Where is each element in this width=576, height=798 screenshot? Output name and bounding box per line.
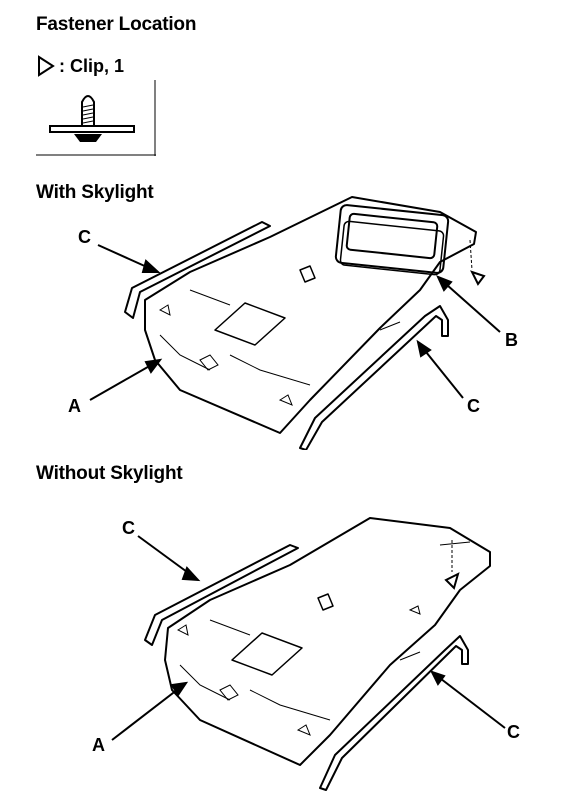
clip-illustration xyxy=(36,80,156,156)
without-skylight-title: Without Skylight xyxy=(36,463,183,484)
label-c-top: C xyxy=(78,227,91,247)
label-c-right-2: C xyxy=(507,722,520,742)
label-a-2: A xyxy=(92,735,105,755)
label-a: A xyxy=(68,396,81,416)
label-b: B xyxy=(505,330,518,350)
with-skylight-diagram xyxy=(89,196,501,450)
clip-legend: : Clip, 1 xyxy=(36,55,124,77)
label-c-right: C xyxy=(467,396,480,416)
clip-triangle-icon xyxy=(38,55,55,77)
fastener-location-title: Fastener Location xyxy=(36,14,197,35)
clip-legend-text: : Clip, 1 xyxy=(59,55,125,76)
without-skylight-diagram xyxy=(111,517,506,791)
label-c-top-2: C xyxy=(122,518,135,538)
with-skylight-title: With Skylight xyxy=(36,182,154,203)
